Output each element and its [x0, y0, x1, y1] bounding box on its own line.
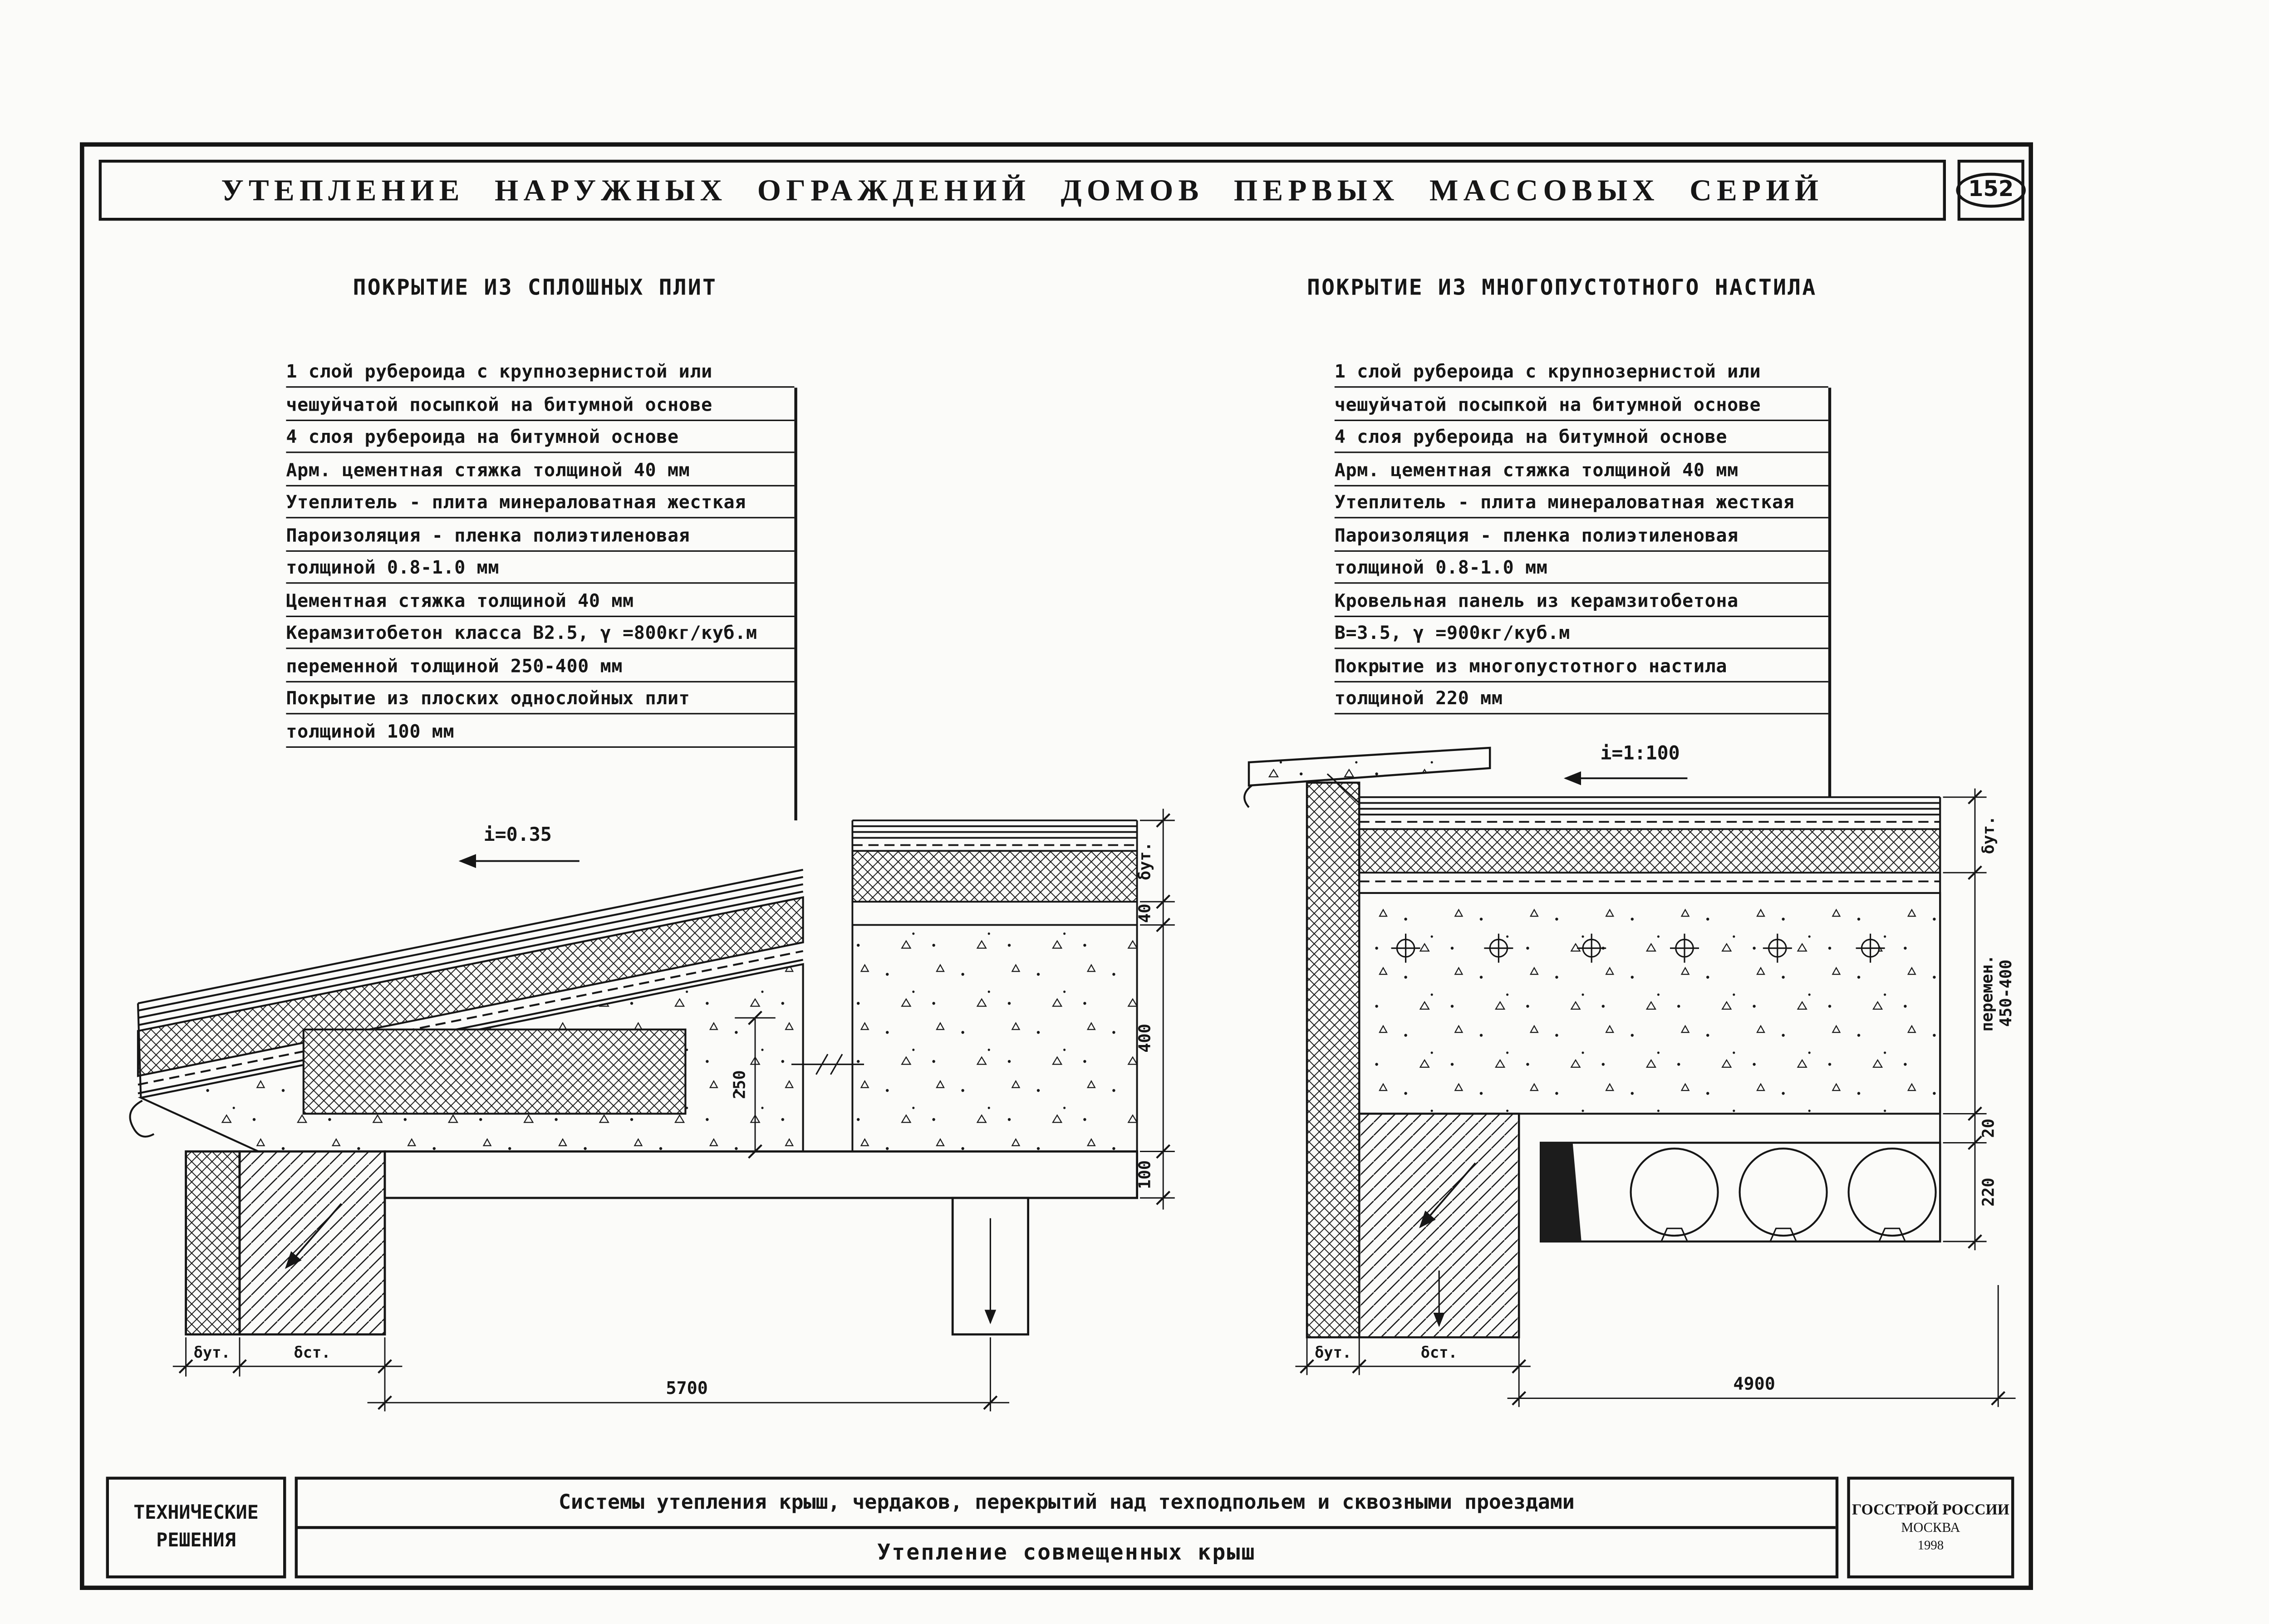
callout-line: чешуйчатой посыпкой на битумной основе — [1334, 395, 1828, 421]
footer-left-line2: РЕШЕНИЯ — [156, 1530, 236, 1552]
footer-sheet-name: Утепление совмещенных крыш — [877, 1539, 1256, 1565]
break-symbol — [791, 1054, 864, 1075]
dim-label-100: 100 — [1135, 1160, 1154, 1189]
wall-insulation — [185, 1150, 241, 1336]
slope-label-right: i=1:100 — [1600, 742, 1680, 764]
callout-line: толщиной 100 мм — [286, 721, 795, 747]
sheet-title: УТЕПЛЕНИЕ НАРУЖНЫХ ОГРАЖДЕНИЙ ДОМОВ ПЕРВ… — [221, 172, 1824, 207]
callout-line: Кровельная панель из керамзитобетона — [1334, 591, 1828, 617]
footer-left-block: ТЕХНИЧЕСКИЕ РЕШЕНИЯ — [106, 1477, 286, 1579]
dim-label-220: 220 — [1979, 1178, 1998, 1207]
page-number-badge: 152 — [1956, 160, 2025, 221]
callout-line: Керамзитобетон класса В2.5, γ =800кг/куб… — [286, 623, 795, 649]
callout-line: Пароизоляция - пленка полиэтиленовая — [1334, 525, 1828, 551]
panel-anchors — [1391, 933, 1885, 963]
dim-250 — [735, 1011, 776, 1159]
callout-line: 4 слоя рубероида на битумной основе — [286, 427, 795, 453]
dim-label-250: 250 — [731, 1070, 749, 1099]
dim-label-span-5700: 5700 — [666, 1378, 707, 1398]
callout-line: толщиной 220 мм — [1334, 689, 1828, 715]
footer-org-name: ГОССТРОЙ РОССИИ — [1852, 1503, 2009, 1519]
callout-line: Утеплитель - плита минераловатная жестка… — [1334, 493, 1828, 519]
dim-label-400: 400 — [1135, 1024, 1154, 1053]
dim-label-ins: δут. — [1135, 842, 1154, 880]
footer-subject: Системы утепления крыш, чердаков, перекр… — [298, 1480, 1836, 1529]
right-callout-list: 1 слой рубероида с крупнозернистой или ч… — [1334, 362, 1828, 722]
footer-org-city: МОСКВА — [1901, 1521, 1960, 1536]
page-number: 152 — [1956, 172, 2025, 208]
dim-label-20: 20 — [1979, 1119, 1998, 1138]
footer-org-block: ГОССТРОЙ РОССИИ МОСКВА 1998 — [1847, 1477, 2014, 1579]
dim-label-wall-masonry: δст. — [1421, 1344, 1458, 1361]
callout-line: Покрытие из плоских однослойных плит — [286, 689, 795, 715]
left-column-heading: ПОКРЫТИЕ ИЗ СПЛОШНЫХ ПЛИТ — [353, 274, 717, 301]
right-column-heading: ПОКРЫТИЕ ИЗ МНОГОПУСТОТНОГО НАСТИЛА — [1307, 274, 1817, 301]
right-dim-chain — [1943, 788, 1987, 1251]
bottom-dims — [172, 1337, 1010, 1412]
slab-voids — [1630, 1148, 1937, 1242]
callout-line: Утеплитель - плита минераловатная жестка… — [286, 493, 795, 519]
ceiling-slab — [383, 1150, 1139, 1199]
dim-label-ins: δут. — [1979, 816, 1998, 854]
mineral-wool-slab — [302, 1028, 687, 1115]
left-leader-line — [794, 388, 797, 820]
callout-line: В=3.5, γ =900кг/куб.м — [1334, 623, 1828, 649]
callout-line: толщиной 0.8-1.0 мм — [1334, 558, 1828, 584]
flat-stack-detail — [851, 819, 1138, 1198]
right-section-drawing: i=1:100 — [1243, 742, 2016, 1407]
right-dim-chain — [1140, 809, 1175, 1210]
dim-label-40: 40 — [1135, 904, 1154, 923]
bottom-dims — [1295, 1285, 2016, 1407]
callout-line: 1 слой рубероида с крупнозернистой или — [286, 362, 795, 388]
dim-label-span-4900: 4900 — [1733, 1374, 1775, 1394]
wall-arrow — [285, 1203, 342, 1269]
wall-insulation — [1306, 781, 1360, 1339]
right-leader-line — [1828, 388, 1831, 797]
cap-drip-hook — [1243, 785, 1252, 808]
callout-line: чешуйчатой посыпкой на битумной основе — [286, 395, 795, 421]
parapet-cap — [1247, 746, 1491, 787]
footer-left-line1: ТЕХНИЧЕСКИЕ — [133, 1502, 259, 1524]
bearing-pad — [1541, 1143, 1581, 1241]
footer-org-year: 1998 — [1917, 1537, 1944, 1552]
wall-arrow — [1419, 1162, 1476, 1228]
left-section-drawing: i=0.35 — [129, 809, 1175, 1412]
sheet-frame: УТЕПЛЕНИЕ НАРУЖНЫХ ОГРАЖДЕНИЙ ДОМОВ ПЕРВ… — [80, 142, 2033, 1590]
callout-line: 4 слоя рубероида на битумной основе — [1334, 427, 1828, 453]
callout-line: Арм. цементная стяжка толщиной 40 мм — [286, 460, 795, 486]
callout-line: толщиной 0.8-1.0 мм — [286, 558, 795, 584]
wall-masonry — [238, 1150, 386, 1336]
callout-line: 1 слой рубероида с крупнозернистой или — [1334, 362, 1828, 388]
callout-line: Арм. цементная стяжка толщиной 40 мм — [1334, 460, 1828, 486]
roof-layers — [1358, 796, 1941, 883]
callout-line: Пароизоляция - пленка полиэтиленовая — [286, 525, 795, 551]
dim-label-wall-ins: δут. — [194, 1344, 231, 1361]
footer-title-block: Системы утепления крыш, чердаков, перекр… — [295, 1477, 1839, 1579]
dim-label-wall-ins: δут. — [1315, 1344, 1351, 1361]
dim-label-wall-masonry: δст. — [294, 1344, 331, 1361]
callout-line: Покрытие из многопустотного настила — [1334, 656, 1828, 682]
dim-label-variable-range: 450-400 — [1997, 960, 2015, 1027]
slope-label-left: i=0.35 — [484, 823, 552, 845]
callout-line: переменной толщиной 250-400 мм — [286, 656, 795, 682]
keramzit-roof-panel — [1358, 892, 1941, 1115]
left-callout-list: 1 слой рубероида с крупнозернистой или ч… — [286, 362, 795, 755]
dim-label-variable-word: перемен. — [1978, 955, 1996, 1031]
callout-line: Цементная стяжка толщиной 40 мм — [286, 591, 795, 617]
sheet-title-box: УТЕПЛЕНИЕ НАРУЖНЫХ ОГРАЖДЕНИЙ ДОМОВ ПЕРВ… — [98, 160, 1946, 221]
eave-drip-hook — [129, 1099, 155, 1138]
